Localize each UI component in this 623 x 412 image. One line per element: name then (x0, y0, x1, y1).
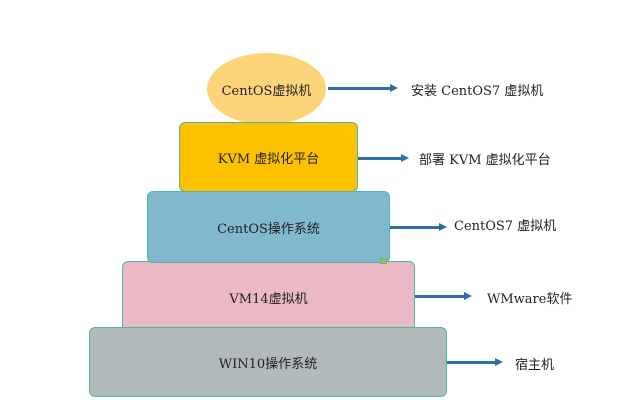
arrow-kvm (358, 154, 409, 162)
resize-handle[interactable] (380, 258, 387, 264)
layer-label: CentOS操作系统 (217, 221, 320, 237)
description-centos-vm: 安装 CentOS7 虚拟机 (411, 84, 544, 99)
description-centos-os: CentOS7 虚拟机 (454, 219, 557, 234)
layer-label: WIN10操作系统 (218, 356, 318, 372)
arrow-win10 (447, 358, 503, 366)
layer-label: CentOS虚拟机 (221, 83, 312, 99)
layer-centos-os: CentOS操作系统 (147, 191, 390, 263)
layer-win10: WIN10操作系统 (89, 327, 447, 397)
layer-centos-vm: CentOS虚拟机 (207, 53, 326, 125)
arrow-centos-vm (328, 84, 398, 92)
arrow-centos-os (390, 223, 447, 231)
description-vm14: WMware软件 (487, 292, 573, 307)
description-win10: 宿主机 (515, 358, 555, 373)
layer-vm14: VM14虚拟机 (122, 261, 415, 333)
layer-label: KVM 虚拟化平台 (217, 151, 320, 167)
arrow-vm14 (415, 292, 472, 300)
layer-kvm: KVM 虚拟化平台 (179, 122, 358, 192)
description-kvm: 部署 KVM 虚拟化平台 (419, 153, 551, 168)
layer-label: VM14虚拟机 (229, 291, 308, 307)
